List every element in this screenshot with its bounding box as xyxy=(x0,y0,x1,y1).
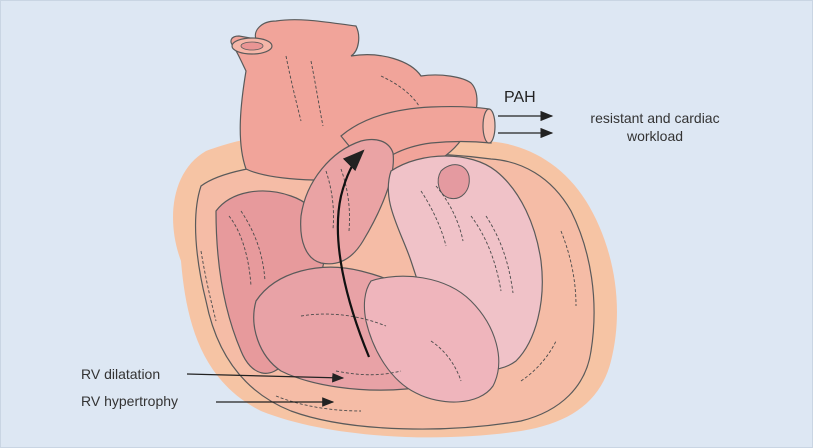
valve-bump xyxy=(438,165,469,199)
workload-label: resistant and cardiac workload xyxy=(567,109,743,145)
pah-label: PAH xyxy=(504,90,536,106)
workload-line-1: resistant and cardiac xyxy=(590,110,719,126)
rv-hypertrophy-label: RV hypertrophy xyxy=(81,393,178,409)
workload-line-2: workload xyxy=(627,128,683,144)
rv-dilatation-label: RV dilatation xyxy=(81,366,160,382)
